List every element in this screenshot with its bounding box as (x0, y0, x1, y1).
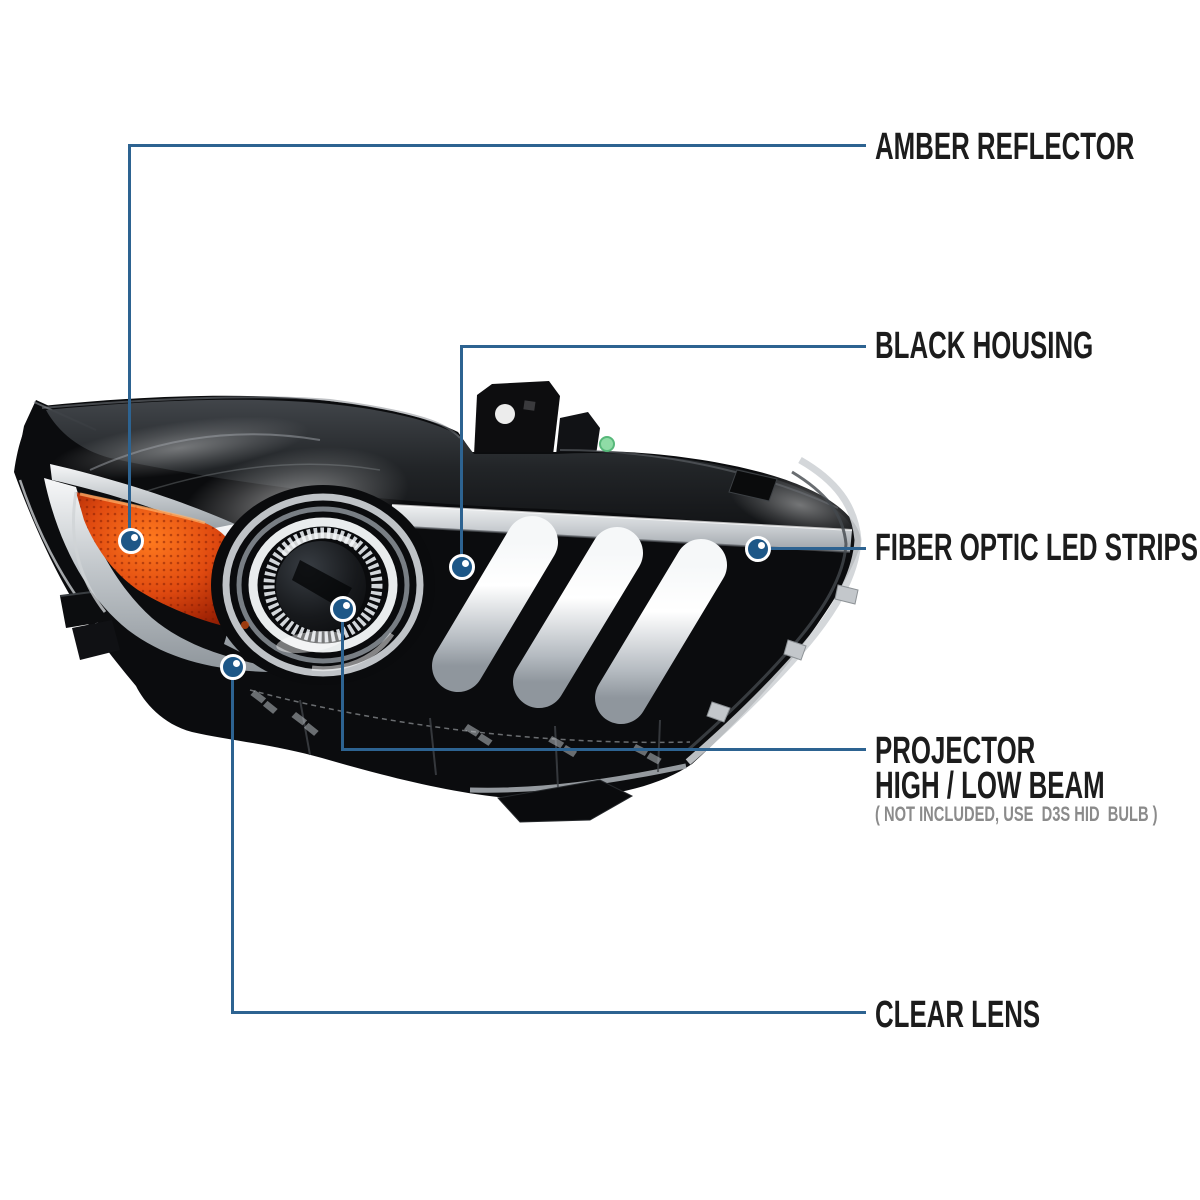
dot-highlight (758, 542, 765, 549)
label-projector-line1: PROJECTOR (875, 730, 1036, 772)
mounting-bracket (474, 381, 600, 455)
callout-dot-amber (118, 528, 144, 554)
callout-line-housing-v (460, 345, 463, 569)
dot-highlight (462, 560, 469, 567)
label-fiber-optic: FIBER OPTIC LED STRIPS (875, 527, 1199, 569)
projector-lens-shape (211, 485, 435, 685)
callout-dot-fiber (745, 536, 771, 562)
led-strip-3 (595, 539, 727, 724)
label-clear-lens: CLEAR LENS (875, 994, 1041, 1036)
callout-dot-lens (220, 654, 246, 680)
led-strips (432, 516, 727, 724)
green-marker-dot (599, 436, 615, 452)
callout-line-amber-h (128, 144, 866, 147)
callout-line-lens-h (231, 1011, 866, 1014)
callout-dot-projector (330, 596, 356, 622)
amber-reflector-shape (72, 491, 243, 630)
dot-highlight (233, 660, 240, 667)
led-strip-1 (432, 516, 558, 692)
housing-base (59, 589, 691, 823)
led-strip-2 (513, 527, 643, 708)
callout-line-projector-v (341, 609, 344, 751)
dot-highlight (343, 602, 350, 609)
callout-line-housing-h (460, 345, 866, 348)
lens-right-edge (685, 456, 862, 765)
dot-highlight (131, 534, 138, 541)
callout-line-projector-h (341, 748, 866, 751)
callout-line-fiber-h (758, 547, 866, 550)
callout-line-lens-v (231, 667, 234, 1014)
callout-line-amber-v (128, 144, 131, 543)
label-projector-note: ( NOT INCLUDED, USE D3S HID BULB ) (875, 803, 1158, 826)
callout-dot-housing (449, 554, 475, 580)
label-black-housing: BLACK HOUSING (875, 325, 1094, 367)
label-amber-reflector: AMBER REFLECTOR (875, 126, 1135, 168)
label-projector-line2: HIGH / LOW BEAM (875, 765, 1105, 807)
